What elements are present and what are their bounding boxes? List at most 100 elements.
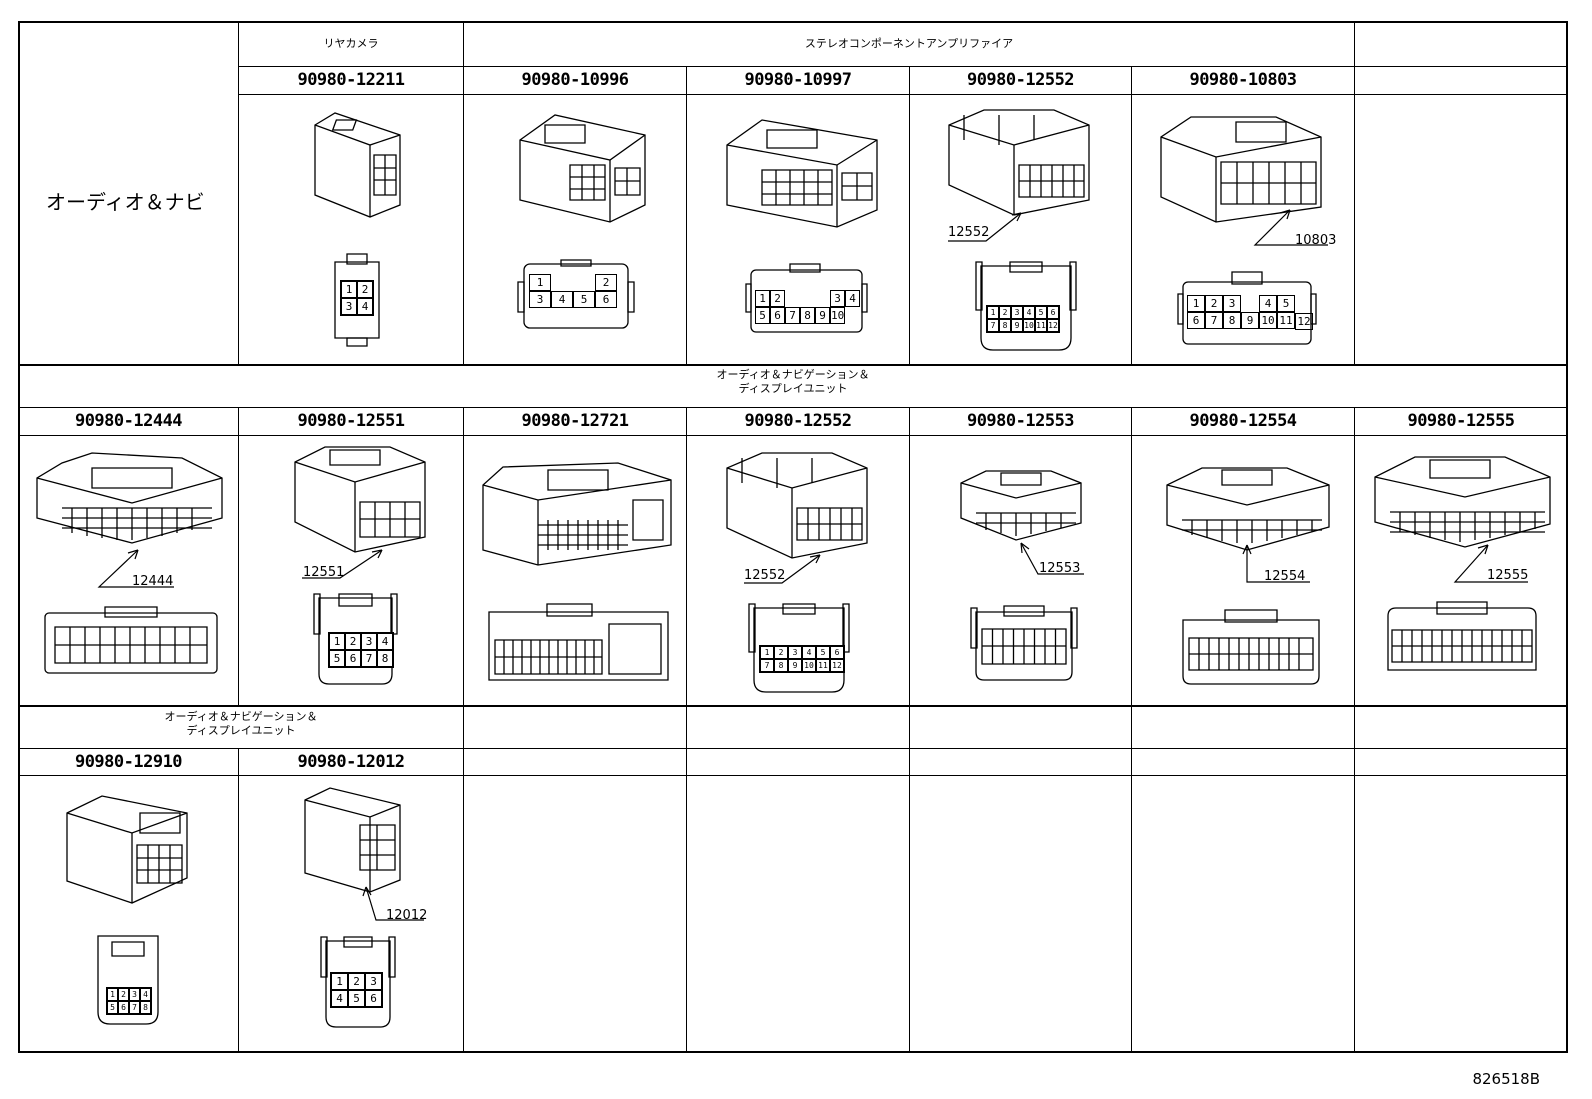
connector-face-drawing	[975, 258, 1077, 354]
pin: 3	[341, 298, 357, 315]
pin: 5	[816, 646, 830, 659]
pin: 4	[331, 990, 348, 1007]
part-number: 90980-12444	[74, 411, 183, 431]
pin: 3	[788, 646, 802, 659]
connector-face-drawing	[1382, 600, 1542, 678]
part-number: 90980-10997	[744, 70, 852, 90]
pin-layout: 1 2 3 4 5 6 7 8 9 10	[755, 290, 860, 324]
row-divider	[19, 748, 1567, 749]
connector-face-drawing	[487, 602, 670, 684]
part-number: 90980-12555	[1407, 411, 1515, 431]
pin-layout: 1 2 3 4 5 6 7 8 9 10 11	[1187, 295, 1295, 329]
pin: 7	[361, 650, 377, 667]
connector-isometric-drawing	[310, 110, 405, 220]
pin-layout: 1 2 3 4 5 6 7 8 9 10 11 12	[759, 645, 845, 673]
pin: 1	[760, 646, 774, 659]
pin: 5	[755, 307, 770, 324]
pin-layout: 1 2 3 4 5 6 7 8	[106, 987, 152, 1015]
callout-label: 12554	[1264, 569, 1306, 584]
part-number: 90980-12551	[297, 411, 405, 431]
col-divider	[463, 407, 464, 707]
pin: 1	[987, 306, 999, 319]
pin: 3	[529, 291, 551, 308]
pin: 6	[595, 291, 617, 308]
pin: 9	[1241, 312, 1259, 329]
pin: 6	[830, 646, 844, 659]
pin: 8	[1223, 312, 1241, 329]
pin: 1	[341, 281, 357, 298]
part-number: 90980-12552	[744, 411, 852, 431]
pin: 2	[595, 274, 617, 291]
callout-label: 12444	[132, 574, 174, 589]
pin: 3	[1011, 306, 1023, 319]
pin: 6	[365, 990, 382, 1007]
figure-code: 826518B	[1472, 1070, 1540, 1088]
callout-leader	[300, 542, 390, 582]
pin: 7	[760, 659, 774, 672]
callout-label: 12552	[948, 225, 990, 240]
connector-face-drawing	[313, 592, 398, 687]
connector-isometric-drawing	[722, 115, 882, 230]
pin: 6	[345, 650, 361, 667]
pin-layout: 1 2 3 4	[340, 280, 374, 316]
pin-layout: 1 2 3 4 5 6	[529, 274, 617, 308]
callout-leader	[1242, 540, 1312, 585]
pin: 5	[348, 990, 365, 1007]
pin: 11	[816, 659, 830, 672]
connector-isometric-drawing	[62, 793, 192, 908]
pin: 10	[1023, 319, 1035, 332]
callout-label: 12012	[386, 908, 428, 923]
connector-isometric-drawing	[956, 468, 1086, 543]
connector-isometric-drawing	[478, 455, 676, 570]
col-divider	[238, 748, 239, 1052]
part-number: 90980-12721	[521, 411, 629, 431]
part-number: 90980-12552	[966, 70, 1075, 90]
connector-isometric-drawing	[1162, 465, 1334, 555]
pin: 2	[1205, 295, 1223, 312]
connector-face-drawing	[1177, 608, 1325, 688]
callout-label: 12552	[744, 568, 786, 583]
pin: 5	[1035, 306, 1047, 319]
pin: 2	[348, 973, 365, 990]
col-divider	[686, 66, 687, 364]
pin: 3	[129, 988, 140, 1001]
group-label-line: オーディオ＆ナビゲーション＆	[716, 368, 870, 381]
connector-isometric-drawing	[32, 448, 227, 558]
pin: 2	[345, 633, 361, 650]
pin: 11	[1035, 319, 1047, 332]
pin: 6	[1047, 306, 1059, 319]
part-number: 90980-12211	[297, 70, 405, 90]
pin: 9	[815, 307, 830, 324]
pin: 8	[800, 307, 815, 324]
pin: 10	[802, 659, 816, 672]
pin-layout: 1 2 3 4 5 6 7 8	[328, 632, 394, 668]
pin: 11	[1277, 312, 1295, 329]
connector-face-drawing	[745, 262, 868, 337]
pin: 8	[377, 650, 393, 667]
group-label-av-display: オーディオ＆ナビゲーション＆ ディスプレイユニット	[19, 710, 463, 738]
row-divider	[19, 435, 1567, 436]
connector-face-drawing	[516, 258, 636, 336]
pin: 12	[1047, 319, 1059, 332]
col-divider	[1131, 407, 1132, 707]
pin	[800, 290, 815, 307]
pin: 1	[755, 290, 770, 307]
pin: 8	[140, 1001, 151, 1014]
pin: 2	[357, 281, 373, 298]
part-number: 90980-10803	[1189, 70, 1297, 90]
col-divider	[686, 407, 687, 707]
pin: 4	[357, 298, 373, 315]
callout-leader	[1250, 205, 1330, 250]
connector-face-drawing	[748, 600, 850, 696]
pin: 4	[551, 291, 573, 308]
callout-leader	[96, 545, 176, 590]
pin-layout: 1 2 3 4 5 6 7 8 9 10 11 12	[986, 305, 1060, 333]
part-number: 90980-12910	[74, 752, 183, 772]
col-divider	[1131, 66, 1132, 364]
col-divider	[463, 706, 464, 1052]
pin: 1	[107, 988, 118, 1001]
group-label-av-display: オーディオ＆ナビゲーション＆ ディスプレイユニット	[19, 368, 1567, 396]
col-divider	[909, 706, 910, 1052]
part-number: 90980-10996	[521, 70, 629, 90]
pin: 9	[1011, 319, 1023, 332]
